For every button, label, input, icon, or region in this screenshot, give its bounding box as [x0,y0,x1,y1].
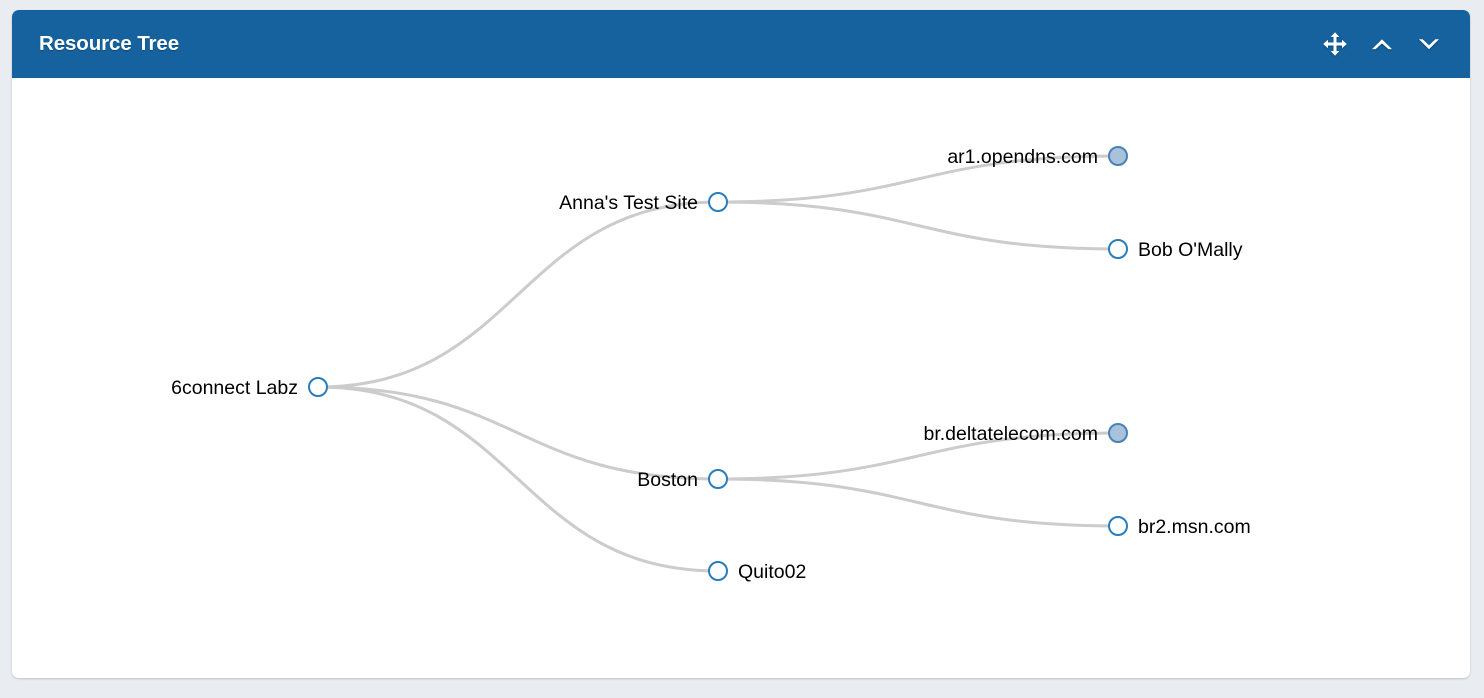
tree-node-label: 6connect Labz [171,377,298,399]
tree-node-label: Bob O'Mally [1138,239,1243,261]
tree-node-circle[interactable] [708,192,728,212]
tree-node-circle[interactable] [708,561,728,581]
tree-node[interactable]: Bob O'Mally [1108,239,1243,261]
tree-node-label: Anna's Test Site [559,192,698,214]
resource-tree-graph[interactable]: 6connect Labz Anna's Test SiteBostonQuito… [12,78,1470,678]
tree-link [316,385,720,481]
tree-node[interactable]: 6connect Labz [171,377,328,399]
tree-links [316,154,1120,573]
tree-node-circle[interactable] [1108,423,1128,443]
tree-node-label: Quito02 [738,561,806,583]
tree-link [716,431,1120,481]
tree-node-circle[interactable] [308,377,328,397]
tree-link [316,385,720,573]
tree-node-circle[interactable] [708,469,728,489]
tree-node-label: br.deltatelecom.com [923,423,1098,445]
page-title: Resource Tree [39,32,179,55]
panel-header: Resource Tree [12,10,1470,78]
chevron-up-icon[interactable] [1367,29,1397,59]
tree-node[interactable]: br.deltatelecom.com [923,423,1128,445]
tree-node[interactable]: Boston [637,469,728,491]
tree-link [716,154,1120,204]
tree-node-circle[interactable] [1108,516,1128,536]
tree-link [716,477,1120,528]
tree-nodes: 6connect Labz Anna's Test SiteBostonQuito… [171,146,1251,583]
tree-node-circle[interactable] [1108,146,1128,166]
chevron-down-icon[interactable] [1414,29,1444,59]
tree-node[interactable]: Quito02 [708,561,806,583]
tree-node-label: br2.msn.com [1138,516,1251,538]
panel-header-actions [1320,29,1444,59]
tree-node-label: Boston [637,469,698,491]
move-icon[interactable] [1320,29,1350,59]
tree-node[interactable]: ar1.opendns.com [947,146,1128,168]
tree-node[interactable]: Anna's Test Site [559,192,728,214]
tree-link [716,200,1120,251]
tree-link [316,200,720,389]
tree-node[interactable]: br2.msn.com [1108,516,1251,538]
tree-node-label: ar1.opendns.com [947,146,1098,168]
tree-node-circle[interactable] [1108,239,1128,259]
